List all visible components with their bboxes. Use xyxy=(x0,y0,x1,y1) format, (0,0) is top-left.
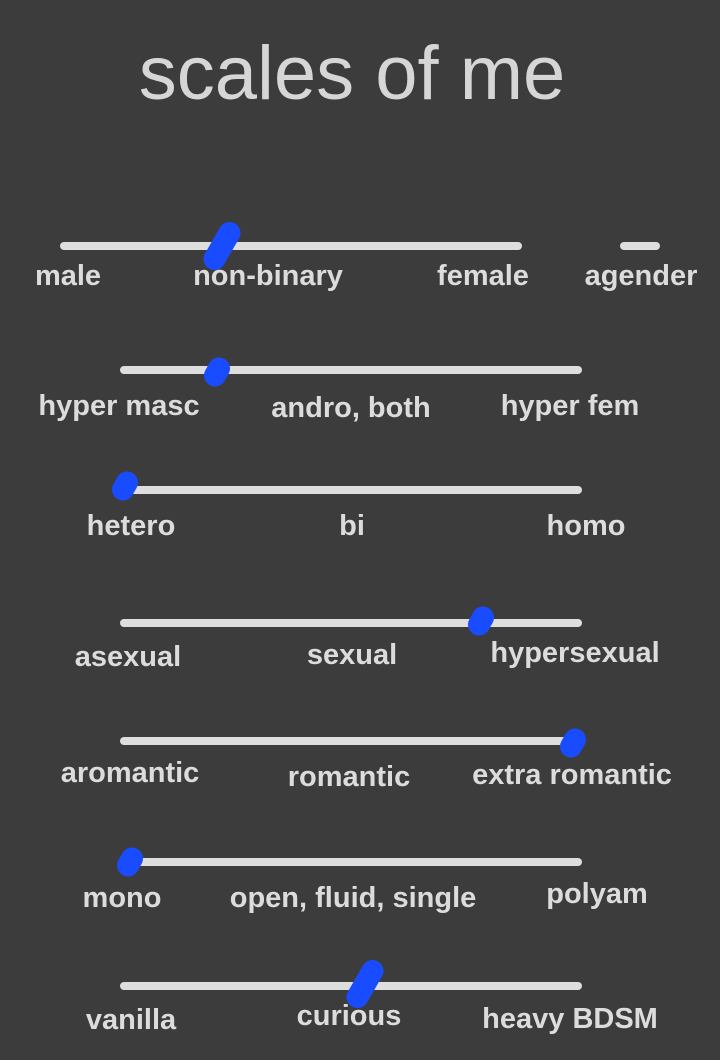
scale-label-left: male xyxy=(34,260,102,292)
scale-label-left: hyper masc xyxy=(38,390,200,422)
scale-label-left: hetero xyxy=(86,510,176,542)
orientation-slider-mark[interactable] xyxy=(107,467,143,505)
scale-label-middle: open, fluid, single xyxy=(229,882,477,914)
relationship-slider-track[interactable] xyxy=(120,858,582,866)
scale-label-right: heavy BDSM xyxy=(482,1003,658,1035)
expression-slider-track[interactable] xyxy=(120,366,582,374)
scale-label-right: hyper fem xyxy=(500,390,640,422)
scale-label-right: homo xyxy=(546,510,626,542)
scale-label-right: extra romantic xyxy=(472,759,672,791)
scale-label-extra: agender xyxy=(584,260,698,292)
scale-label-left: aromantic xyxy=(60,757,200,789)
scale-label-right: polyam xyxy=(546,878,648,910)
scale-label-right: female xyxy=(437,260,529,292)
agender-option-track[interactable] xyxy=(620,242,660,250)
scale-label-left: asexual xyxy=(74,641,182,673)
scale-label-middle: bi xyxy=(339,510,365,542)
scale-label-middle: romantic xyxy=(287,761,411,793)
page-title: scales of me xyxy=(138,31,566,116)
sexuality-slider-track[interactable] xyxy=(120,619,582,627)
romance-slider-track[interactable] xyxy=(120,737,582,745)
romance-slider-mark[interactable] xyxy=(556,724,591,762)
expression-slider-mark[interactable] xyxy=(200,353,235,391)
scale-label-left: vanilla xyxy=(85,1004,177,1036)
scale-label-middle: sexual xyxy=(306,639,398,671)
scale-label-right: hypersexual xyxy=(490,637,660,669)
sexuality-slider-mark[interactable] xyxy=(463,602,498,640)
gender-slider-track[interactable] xyxy=(60,242,522,250)
orientation-slider-track[interactable] xyxy=(120,486,582,494)
scale-label-left: mono xyxy=(82,882,162,914)
scale-label-middle: andro, both xyxy=(271,392,431,424)
relationship-slider-mark[interactable] xyxy=(112,843,147,881)
